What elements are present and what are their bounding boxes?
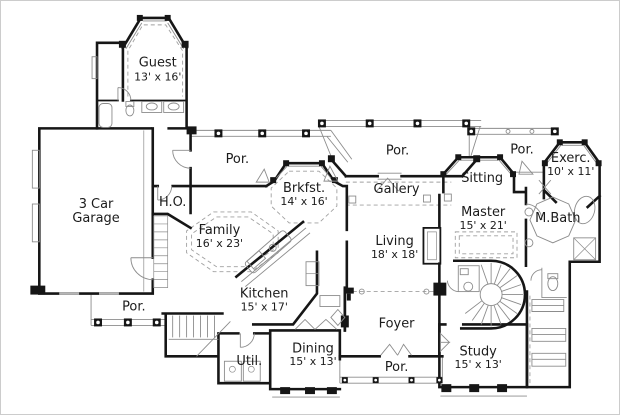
room-label-sitting: Sitting	[461, 171, 503, 186]
guest-suite-walls	[95, 16, 189, 130]
room-labels: Guest 13' x 16' Por. Por. Por. Exerc. 10…	[72, 56, 594, 376]
room-dims-kitchen: 15' x 17'	[241, 301, 288, 314]
fixtures-layer	[98, 101, 597, 382]
kitchen-counter	[241, 227, 311, 287]
butler-counter	[319, 295, 341, 307]
guest-sink-2	[167, 102, 180, 111]
room-dims-guest: 13' x 16'	[134, 71, 181, 84]
study-walls	[438, 323, 529, 389]
ho-room-walls	[151, 130, 193, 230]
room-label-porch-top-center: Por.	[386, 143, 409, 158]
room-label-exercise: Exerc.	[551, 151, 591, 166]
room-label-garage-2: Garage	[72, 211, 119, 226]
piers-and-columns	[30, 14, 602, 395]
closet-shelves	[153, 215, 169, 288]
front-door-mark	[380, 343, 412, 356]
room-label-gallery: Gallery	[374, 182, 420, 197]
kitchen-island	[244, 230, 292, 274]
room-label-porch-top-right: Por.	[510, 142, 533, 157]
room-label-utility: Util.	[236, 354, 262, 369]
room-dims-study: 15' x 13'	[455, 358, 502, 371]
room-label-breakfast: Brkfst.	[283, 181, 325, 196]
room-label-kitchen: Kitchen	[240, 287, 289, 302]
mbath-tub	[573, 195, 596, 225]
spiral-staircase	[464, 262, 523, 327]
room-label-porch-bottom-center: Por.	[385, 360, 408, 375]
gallery-arch	[376, 177, 399, 192]
guest-tub	[98, 103, 113, 128]
room-dims-breakfast: 14' x 16'	[280, 195, 327, 208]
room-dims-master: 15' x 21'	[460, 219, 507, 232]
foyer-walls	[338, 193, 444, 358]
doors-layer	[117, 87, 552, 356]
room-label-dining: Dining	[292, 341, 334, 356]
washer-icon	[223, 360, 242, 382]
exercise-mbath-walls	[525, 141, 602, 389]
room-label-living: Living	[375, 234, 413, 249]
guest-sink	[145, 102, 158, 111]
exercise-door-mark	[538, 179, 552, 195]
room-label-mbath: M.Bath	[535, 211, 580, 226]
guest-toilet-tank	[125, 101, 135, 107]
toilet-room	[541, 267, 567, 299]
guest-ceiling-dashed	[127, 24, 184, 97]
window-lines	[31, 20, 597, 292]
fireplace	[422, 227, 442, 265]
room-label-study: Study	[460, 344, 498, 359]
room-label-guest: Guest	[139, 56, 177, 71]
room-label-family: Family	[199, 223, 241, 238]
mbath-toilet	[547, 276, 559, 292]
powder-room	[457, 265, 480, 293]
range-icon	[246, 250, 267, 270]
room-label-master: Master	[461, 205, 506, 220]
back-staircase	[168, 315, 231, 357]
mbath-sink-2	[524, 238, 534, 248]
room-dims-living: 18' x 18'	[371, 248, 418, 261]
gallery-walls	[330, 158, 479, 178]
room-dims-dining: 15' x 13'	[289, 355, 336, 368]
garage-walls	[38, 127, 155, 295]
spiral-stair-wall	[453, 259, 527, 330]
room-dims-exercise: 10' x 11'	[547, 165, 594, 178]
room-label-porch-top-left: Por.	[226, 152, 249, 167]
dining-arch	[294, 318, 338, 330]
porch-columns	[94, 119, 559, 384]
room-label-porch-bottom-left: Por.	[122, 300, 145, 315]
dryer-icon	[242, 360, 261, 382]
hall-builtins	[531, 299, 567, 367]
guest-toilet	[125, 104, 135, 117]
room-label-foyer: Foyer	[379, 316, 415, 331]
powder-toilet	[463, 281, 474, 292]
room-dims-family: 16' x 23'	[196, 237, 243, 250]
mbath-sink	[524, 207, 534, 217]
mbath-platform	[529, 196, 577, 244]
breakfast-ceiling-octagon	[270, 170, 338, 224]
room-label-ho: H.O.	[159, 195, 186, 210]
room-label-garage: 3 Car	[79, 197, 114, 212]
master-ceiling-dashed	[454, 231, 518, 259]
gallery-dashed	[345, 181, 452, 206]
shower	[573, 237, 597, 261]
